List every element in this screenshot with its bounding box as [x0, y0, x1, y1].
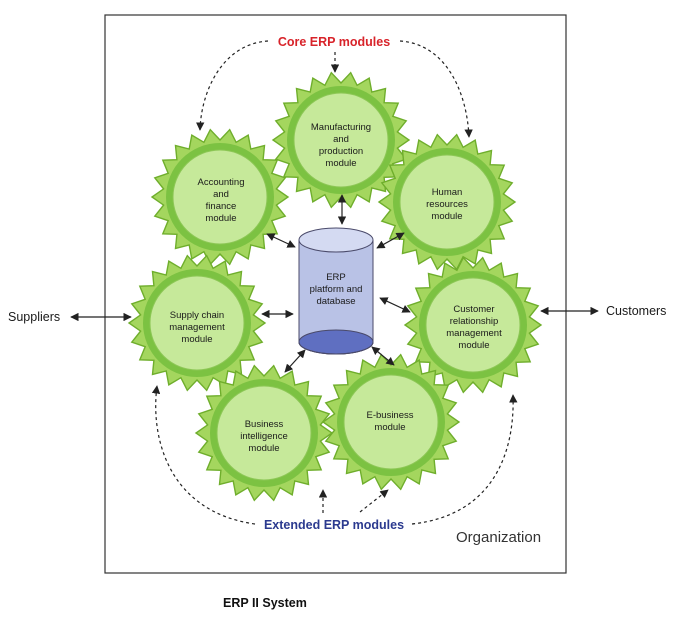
arrow-bi-database — [284, 349, 306, 373]
gear-center — [216, 385, 312, 481]
manufacturing-label: module — [325, 158, 356, 169]
customers-label: Customers — [606, 304, 666, 318]
hr-label: resources — [426, 199, 468, 210]
gear-center — [293, 92, 389, 188]
ebusiness-label: E-business — [367, 410, 414, 421]
figure-caption: ERP II System — [223, 596, 307, 610]
gear-center — [149, 275, 245, 371]
erp-diagram: ERP platform and database Manufacturing … — [8, 14, 666, 574]
crm-label: relationship — [450, 316, 499, 327]
bi-label: Business — [245, 419, 284, 430]
organization-label: Organization — [456, 529, 541, 546]
database-label-line: ERP — [326, 272, 346, 283]
gear-center — [343, 374, 439, 470]
gear-center — [425, 277, 521, 373]
supply-chain-label: Supply chain — [170, 310, 224, 321]
supply-chain-label: module — [181, 334, 212, 345]
arrow-accounting-database — [266, 233, 296, 248]
accounting-label: Accounting — [197, 177, 244, 188]
supply-chain-label: management — [169, 322, 225, 333]
accounting-label: finance — [206, 201, 237, 212]
erp-database: ERP platform and database — [298, 227, 374, 355]
extended-erp-modules-label: Extended ERP modules — [264, 518, 404, 532]
crm-label: module — [458, 340, 489, 351]
dash-arrow-core-hr — [399, 40, 473, 138]
suppliers-label: Suppliers — [8, 310, 60, 324]
database-label-line: database — [316, 296, 355, 307]
dash-arrow-extended-crm — [411, 394, 518, 525]
gear-supply-chain — [127, 254, 267, 392]
crm-label: Customer — [453, 304, 494, 315]
manufacturing-label: Manufacturing — [311, 122, 371, 133]
gear-center — [172, 149, 268, 245]
gear-manufacturing — [271, 71, 411, 209]
accounting-label: module — [205, 213, 236, 224]
bi-label: module — [248, 443, 279, 454]
bi-label: intelligence — [240, 431, 288, 442]
dash-arrow-core-accounting — [196, 40, 269, 131]
dash-arrow-extended-supply-chain — [151, 385, 256, 525]
gear-bi — [194, 364, 334, 502]
core-erp-modules-label: Core ERP modules — [278, 35, 390, 49]
gear-center — [399, 154, 495, 250]
hr-label: Human — [432, 187, 463, 198]
gear-hr — [377, 133, 517, 271]
gear-ebusiness — [321, 353, 461, 491]
manufacturing-label: production — [319, 146, 363, 157]
arrow-crm-database — [379, 297, 411, 313]
accounting-label: and — [213, 189, 229, 200]
database-label-line: platform and — [310, 284, 363, 295]
module-labels: Manufacturing and production module Acco… — [169, 122, 502, 454]
gear-crm — [403, 256, 543, 394]
arrow-ebusiness-database — [371, 346, 395, 366]
manufacturing-label: and — [333, 134, 349, 145]
gear-accounting — [150, 128, 290, 266]
crm-label: management — [446, 328, 502, 339]
arrow-hr-database — [376, 232, 405, 249]
hr-label: module — [431, 211, 462, 222]
ebusiness-label: module — [374, 422, 405, 433]
